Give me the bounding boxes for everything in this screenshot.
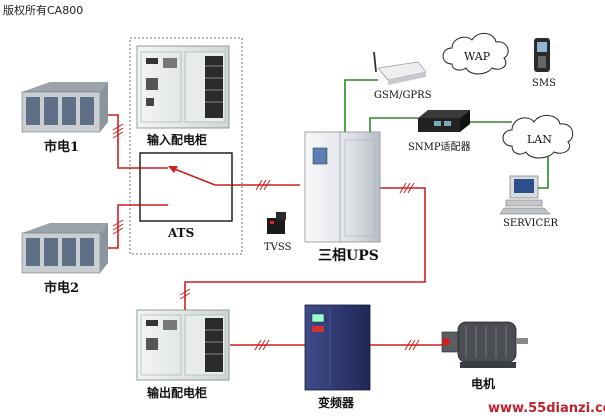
copyright-text: 版权所有CA800: [3, 3, 83, 17]
mains1-substation: [21, 82, 108, 133]
input-cabinet: [136, 45, 230, 129]
power-wiring: [100, 114, 442, 346]
wap-label: WAP: [464, 50, 491, 63]
ats-label: ATS: [167, 226, 194, 240]
mobile-phone-icon: [534, 38, 550, 72]
gsm-label: GSM/GPRS: [374, 90, 432, 101]
input-section-border: [129, 37, 243, 255]
snmp-label: SNMP适配器: [408, 141, 471, 153]
lan-cloud-icon: [502, 115, 574, 159]
ats-switch: [139, 152, 233, 222]
server-computer-icon: [499, 175, 551, 215]
mains2-label: 市电2: [44, 280, 79, 296]
inverter-label: 变频器: [318, 395, 355, 410]
input-cabinet-label: 输入配电柜: [147, 132, 207, 147]
snmp-adapter: [418, 110, 470, 132]
tvss-label: TVSS: [264, 242, 292, 253]
mains1-label: 市电1: [44, 139, 79, 155]
gsm-modem: [373, 51, 427, 85]
comm-wiring: [344, 79, 549, 189]
ups-cabinet: [304, 131, 381, 243]
tvss-device: [267, 212, 286, 234]
lan-label: LAN: [527, 133, 552, 146]
line-ticks: [112, 123, 420, 351]
watermark-text: www.55dianzi.com: [488, 401, 605, 416]
wap-cloud-icon: [442, 33, 509, 75]
sms-label: SMS: [532, 78, 556, 89]
ups-label: 三相UPS: [318, 247, 379, 264]
output-cabinet: [136, 309, 230, 381]
server-label: SERVICER: [503, 218, 558, 229]
output-cabinet-label: 输出配电柜: [147, 385, 207, 400]
motor-label: 电机: [471, 376, 495, 391]
mains2-substation: [21, 223, 108, 274]
motor-icon: [441, 321, 528, 368]
inverter-device: [304, 304, 371, 391]
